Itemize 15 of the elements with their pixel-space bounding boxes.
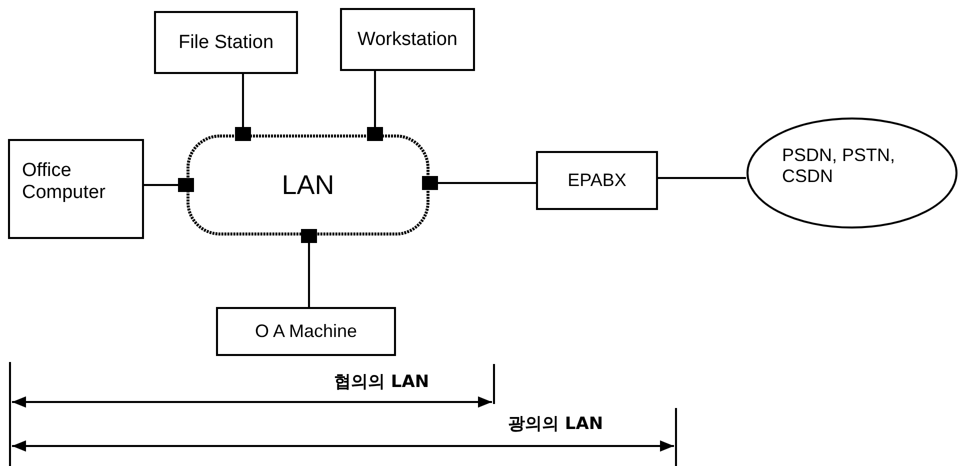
process-box: File Station xyxy=(154,11,298,74)
tap-connector xyxy=(301,229,317,307)
network-loop: LAN xyxy=(186,134,430,236)
process-box: EPABX xyxy=(536,151,658,210)
tap-connector xyxy=(367,71,383,141)
network-ellipse: PSDN, PSTN, CSDN xyxy=(746,117,958,229)
dimension-label: 협의의 LAN xyxy=(334,371,430,393)
tap-connector xyxy=(144,178,194,192)
dimension-label: 광의의 LAN xyxy=(508,413,604,435)
process-box: Office Computer xyxy=(8,139,144,239)
process-box: O A Machine xyxy=(216,307,396,356)
process-box: Workstation xyxy=(340,8,475,71)
tap-connector xyxy=(235,74,251,141)
tap-connector xyxy=(422,176,536,190)
connector-line xyxy=(658,177,746,179)
